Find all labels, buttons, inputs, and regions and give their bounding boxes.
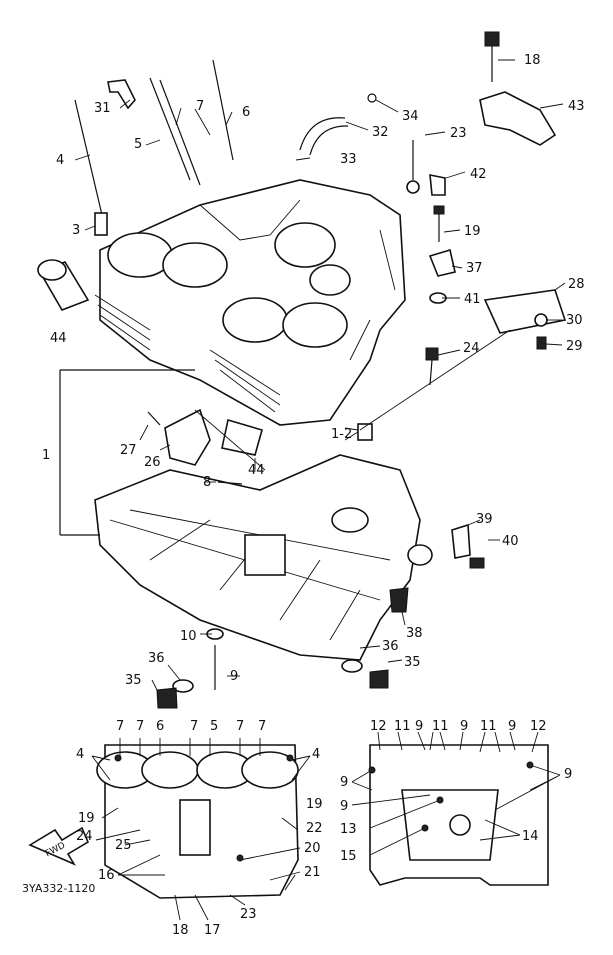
bolt-right-top-label: 11 bbox=[480, 719, 497, 734]
small-parts bbox=[37, 31, 567, 709]
bolt-left-label-21: 21 bbox=[304, 865, 321, 880]
bolt-left-top-label: 7 bbox=[190, 719, 198, 734]
bolt-left-top-label: 7 bbox=[236, 719, 244, 734]
callout-36-right: 36 bbox=[382, 639, 399, 654]
bolt-right-top-label: 9 bbox=[460, 719, 468, 734]
callout-42: 42 bbox=[470, 167, 487, 182]
bolt-right-label-15: 15 bbox=[340, 849, 357, 864]
callout-23-top: 23 bbox=[450, 126, 467, 141]
bolt-diagram-right bbox=[351, 731, 561, 886]
callout-4: 4 bbox=[56, 153, 64, 168]
callout-5: 5 bbox=[134, 137, 142, 152]
callout-8: 8 bbox=[203, 475, 211, 490]
leader-lines bbox=[74, 59, 566, 691]
bolt-left-top-label: 7 bbox=[116, 719, 124, 734]
bolt-left-label-4-right: 4 bbox=[312, 747, 320, 762]
callout-1: 1 bbox=[42, 448, 50, 463]
callout-39: 39 bbox=[476, 512, 493, 527]
bolt-left-label-20: 20 bbox=[304, 841, 321, 856]
callout-44-mid: 44 bbox=[248, 463, 265, 478]
callout-6: 6 bbox=[242, 105, 250, 120]
bolt-left-label-22: 22 bbox=[306, 821, 323, 836]
bolt-right-top-label: 11 bbox=[432, 719, 449, 734]
bolt-left-top-label: 7 bbox=[136, 719, 144, 734]
bolt-left-label-19-right: 19 bbox=[306, 797, 323, 812]
bolt-right-top-label: 9 bbox=[415, 719, 423, 734]
callout-37: 37 bbox=[466, 261, 483, 276]
upper-crankcase bbox=[94, 179, 406, 426]
fwd-arrow-icon bbox=[28, 826, 90, 866]
bolt-left-top-label: 7 bbox=[258, 719, 266, 734]
callout-19: 19 bbox=[464, 224, 481, 239]
bolt-right-top-label: 12 bbox=[370, 719, 387, 734]
bolt-right-label-13: 13 bbox=[340, 822, 357, 837]
callout-38: 38 bbox=[406, 626, 423, 641]
callout-32: 32 bbox=[372, 125, 389, 140]
callout-26: 26 bbox=[144, 455, 161, 470]
bolt-left-label-19: 19 bbox=[78, 811, 95, 826]
callout-36-left: 36 bbox=[148, 651, 165, 666]
callout-35-right: 35 bbox=[404, 655, 421, 670]
callout-7: 7 bbox=[196, 99, 204, 114]
bolt-left-label-4: 4 bbox=[76, 747, 84, 762]
bolt-left-label-17: 17 bbox=[204, 923, 221, 938]
bolt-right-label-9b: 9 bbox=[340, 799, 348, 814]
bolt-left-label-23: 23 bbox=[240, 907, 257, 922]
bolt-left-label-25: 25 bbox=[115, 838, 132, 853]
bolt-right-top-label: 9 bbox=[508, 719, 516, 734]
callout-29: 29 bbox=[566, 339, 583, 354]
bolt-left-label-24: 24 bbox=[76, 829, 93, 844]
bolt-diagram-right-labels: 12 11 9 11 9 11 9 12 9 9 13 15 9 14 bbox=[340, 719, 572, 864]
callout-40: 40 bbox=[502, 534, 519, 549]
callout-labels: 18 43 34 31 7 6 32 23 4 5 33 42 3 19 37 … bbox=[42, 53, 585, 688]
bolt-left-top-label: 6 bbox=[156, 719, 164, 734]
bolt-right-top-label: 12 bbox=[530, 719, 547, 734]
bolt-left-label-16: 16 bbox=[98, 868, 115, 883]
callout-18-top: 18 bbox=[524, 53, 541, 68]
callout-27: 27 bbox=[120, 443, 137, 458]
bolt-right-label-9a: 9 bbox=[340, 775, 348, 790]
callout-43: 43 bbox=[568, 99, 585, 114]
bolt-left-label-18: 18 bbox=[172, 923, 189, 938]
callout-28: 28 bbox=[568, 277, 585, 292]
callout-3: 3 bbox=[72, 223, 80, 238]
callout-33: 33 bbox=[340, 152, 357, 167]
callout-9: 9 bbox=[230, 669, 238, 684]
bolt-diagram-left-labels: 7 7 6 7 5 7 7 4 4 19 19 24 25 16 22 20 2… bbox=[76, 719, 323, 938]
diagram-code: 3YA332-1120 bbox=[22, 882, 95, 895]
lower-crankcase bbox=[94, 454, 433, 661]
bolt-right-top-label: 11 bbox=[394, 719, 411, 734]
bolt-right-label-9-right: 9 bbox=[564, 767, 572, 782]
callout-30: 30 bbox=[566, 313, 583, 328]
callout-10: 10 bbox=[180, 629, 197, 644]
callout-31: 31 bbox=[94, 101, 111, 116]
callout-24: 24 bbox=[463, 341, 480, 356]
callout-35-left: 35 bbox=[125, 673, 142, 688]
bolt-diagram-left bbox=[91, 738, 311, 921]
callout-41: 41 bbox=[464, 292, 481, 307]
callout-1-2: 1-2 bbox=[331, 427, 352, 442]
callout-44-left: 44 bbox=[50, 331, 67, 346]
bolt-right-label-14: 14 bbox=[522, 829, 539, 844]
callout-34: 34 bbox=[402, 109, 419, 124]
bolt-left-top-label: 5 bbox=[210, 719, 218, 734]
